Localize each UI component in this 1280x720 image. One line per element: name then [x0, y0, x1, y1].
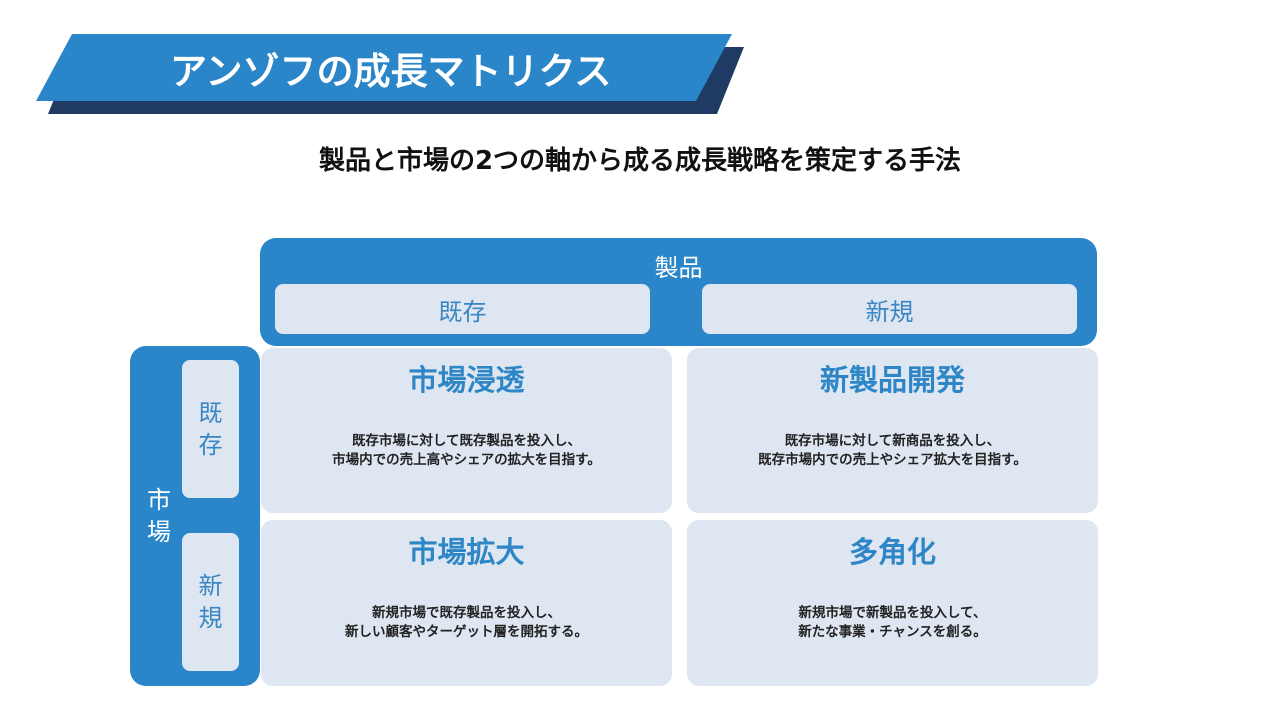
- product-existing-cell: 既存: [275, 284, 650, 334]
- quadrant-diversification: 多角化 新規市場で新製品を投入して、 新たな事業・チャンスを創る。: [687, 520, 1098, 686]
- quadrant-description-line: 新しい顧客やターゲット層を開拓する。: [345, 624, 588, 640]
- quadrant-market-penetration: 市場浸透 既存市場に対して既存製品を投入し、 市場内での売上高やシェアの拡大を目…: [261, 348, 672, 513]
- quadrant-title: 市場浸透: [408, 363, 525, 397]
- market-axis-label-char: 市: [147, 486, 171, 514]
- market-new-cell: 新 規: [182, 533, 239, 671]
- quadrant-description-line: 市場内での売上高やシェアの拡大を目指す。: [332, 452, 601, 468]
- market-existing-char: 既: [198, 399, 223, 427]
- quadrant-title: 多角化: [848, 535, 936, 569]
- quadrant-description: 新規市場で新製品を投入して、 新たな事業・チャンスを創る。: [687, 604, 1098, 642]
- market-existing-cell: 既 存: [182, 360, 239, 498]
- quadrant-description-line: 新たな事業・チャンスを創る。: [798, 624, 987, 640]
- quadrant-description-line: 新規市場で新製品を投入して、: [798, 605, 987, 621]
- quadrant-description-line: 既存市場に対して新商品を投入し、: [784, 433, 1001, 449]
- quadrant-description: 新規市場で既存製品を投入し、 新しい顧客やターゲット層を開拓する。: [261, 604, 672, 642]
- market-axis-label-char: 場: [147, 518, 171, 546]
- quadrant-description-line: 既存市場に対して既存製品を投入し、: [351, 433, 582, 449]
- quadrant-description-line: 既存市場内での売上やシェア拡大を目指す。: [758, 452, 1027, 468]
- quadrant-product-development: 新製品開発 既存市場に対して新商品を投入し、 既存市場内での売上やシェア拡大を目…: [687, 348, 1098, 513]
- product-axis-label: 製品: [654, 254, 703, 282]
- market-axis-bar: 市 場 既 存 新 規: [130, 346, 260, 686]
- market-axis-label: 市 場: [144, 484, 174, 548]
- market-new-char: 規: [198, 604, 223, 632]
- quadrant-title: 市場拡大: [408, 535, 525, 569]
- market-new-char: 新: [198, 572, 223, 600]
- quadrant-title: 新製品開発: [819, 363, 965, 397]
- quadrant-description: 既存市場に対して既存製品を投入し、 市場内での売上高やシェアの拡大を目指す。: [261, 432, 672, 470]
- product-new-cell: 新規: [702, 284, 1077, 334]
- product-axis-header: 製品 既存 新規: [260, 238, 1097, 346]
- title-banner: アンゾフの成長マトリクス: [36, 34, 732, 101]
- quadrant-description-line: 新規市場で既存製品を投入し、: [372, 605, 561, 621]
- quadrant-market-development: 市場拡大 新規市場で既存製品を投入し、 新しい顧客やターゲット層を開拓する。: [261, 520, 672, 686]
- market-existing-char: 存: [198, 431, 223, 459]
- slide-title: アンゾフの成長マトリクス: [170, 49, 612, 93]
- slide-subtitle: 製品と市場の2つの軸から成る成長戦略を策定する手法: [318, 146, 962, 176]
- quadrant-description: 既存市場に対して新商品を投入し、 既存市場内での売上やシェア拡大を目指す。: [687, 432, 1098, 470]
